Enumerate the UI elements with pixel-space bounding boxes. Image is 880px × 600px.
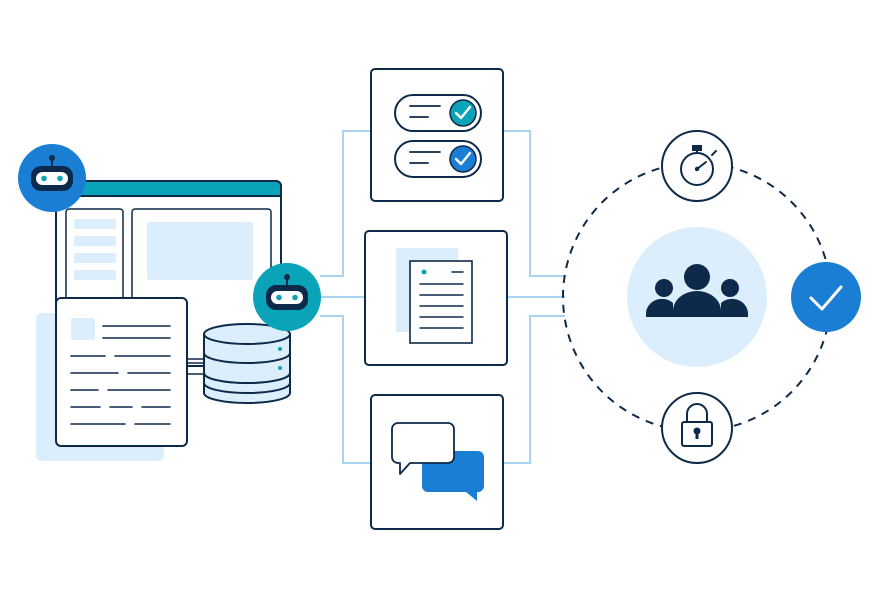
connector-lines	[320, 130, 565, 464]
toggle-check-icon	[394, 140, 482, 178]
connector-bot-to-approvals	[320, 130, 371, 277]
card-report	[364, 230, 508, 366]
card-messages	[370, 394, 504, 530]
connector-bot-to-messages	[320, 315, 371, 464]
left-cluster	[18, 144, 321, 461]
users-group-icon	[627, 227, 767, 367]
robot-icon	[18, 144, 86, 212]
right-cluster	[562, 130, 861, 464]
padlock-icon	[661, 392, 733, 464]
card-approvals	[370, 68, 504, 202]
document-icon	[55, 297, 188, 447]
toggle-check-icon	[394, 94, 482, 132]
checkmark-icon	[791, 262, 861, 332]
connector-approvals-to-ring	[503, 130, 565, 277]
connector-messages-to-ring	[503, 315, 565, 464]
chat-bubbles-icon	[391, 422, 484, 501]
robot-icon	[253, 263, 321, 331]
document-database-link	[187, 362, 205, 375]
stopwatch-icon	[661, 130, 733, 202]
document-icon	[396, 248, 473, 344]
middle-cards	[364, 68, 508, 530]
database-icon	[203, 323, 291, 404]
